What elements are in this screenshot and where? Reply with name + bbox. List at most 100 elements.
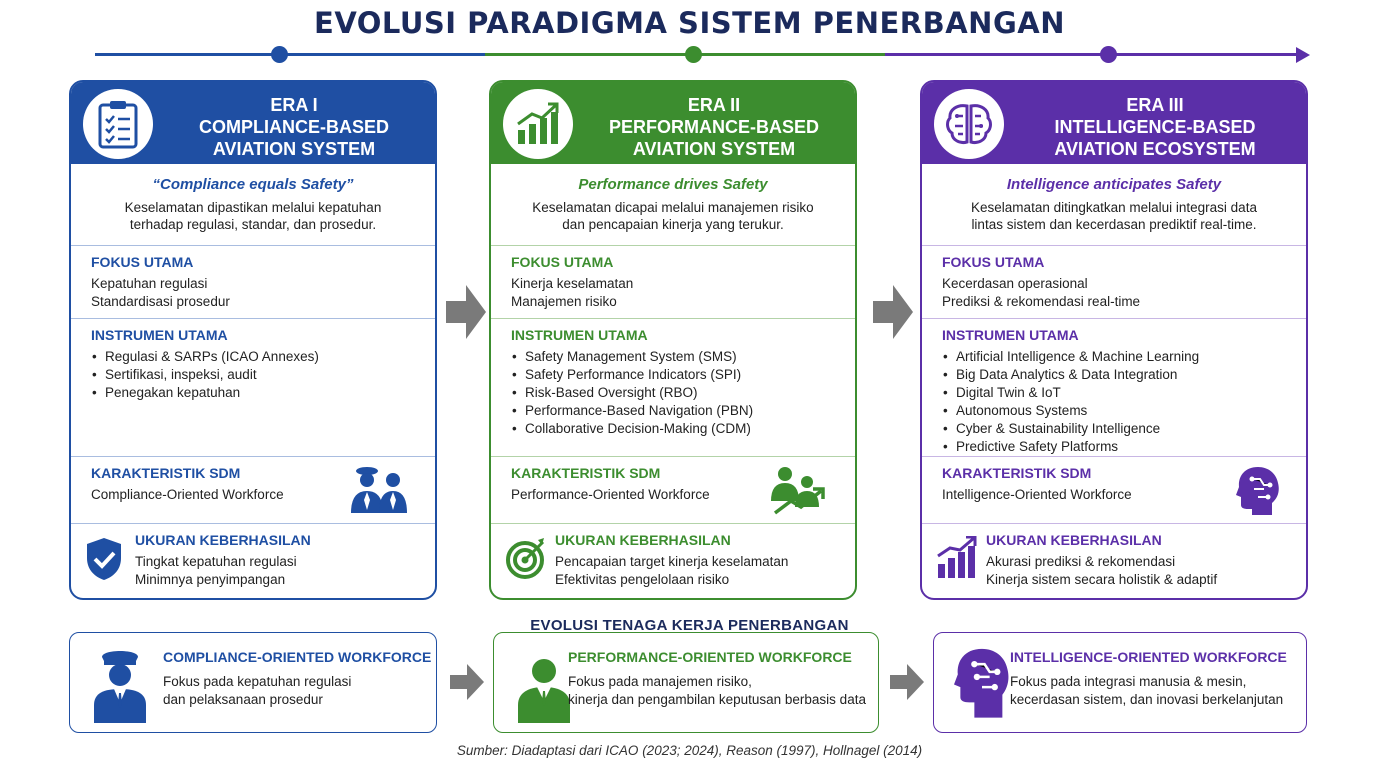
brain-circuit-icon	[934, 89, 1004, 159]
manager-icon	[514, 645, 574, 723]
era2-instrumen-item: Risk-Based Oversight (RBO)	[512, 384, 855, 402]
era3-instrumen-item: Artificial Intelligence & Machine Learni…	[943, 348, 1306, 366]
era1-instrumen-item: Sertifikasi, inspeksi, audit	[92, 366, 435, 384]
era3-instrumen-section: INSTRUMEN UTAMA Artificial Intelligence …	[922, 319, 1306, 457]
workforce-card-performance: PERFORMANCE-ORIENTED WORKFORCE Fokus pad…	[493, 632, 879, 733]
era2-label: ERA II	[687, 95, 741, 115]
timeline-dot-era2	[685, 46, 702, 63]
workforce-title: COMPLIANCE-ORIENTED WORKFORCE	[163, 649, 432, 665]
arrow-right-icon	[873, 285, 913, 339]
workforce-desc-line1: Fokus pada integrasi manusia & mesin,	[1010, 674, 1247, 689]
era2-fokus-item: Manajemen risiko	[511, 294, 617, 309]
workforce-desc-line1: Fokus pada manajemen risiko,	[568, 674, 752, 689]
era2-ukuran-item: Efektivitas pengelolaan risiko	[555, 572, 730, 587]
page-title: EVOLUSI PARADIGMA SISTEM PENERBANGAN	[314, 6, 1065, 40]
era2-instrumen-item: Performance-Based Navigation (PBN)	[512, 402, 855, 420]
pilot-icon	[90, 645, 150, 723]
era3-fokus-item: Kecerdasan operasional	[942, 276, 1088, 291]
era2-sdm-section: KARAKTERISTIK SDM Performance-Oriented W…	[491, 457, 855, 524]
timeline-dot-era1	[271, 46, 288, 63]
era2-fokus-section: FOKUS UTAMA Kinerja keselamatan Manajeme…	[491, 246, 855, 319]
era1-label: ERA I	[270, 95, 318, 115]
era1-tagline: “Compliance equals Safety”	[152, 176, 354, 193]
era2-fokus-heading: FOKUS UTAMA	[511, 254, 614, 270]
era1-ukuran-item: Tingkat kepatuhan regulasi	[135, 554, 297, 569]
era3-title-line1: INTELLIGENCE-BASED	[1054, 117, 1256, 137]
era1-fokus-section: FOKUS UTAMA Kepatuhan regulasi Standardi…	[71, 246, 435, 319]
era1-ukuran-item: Minimnya penyimpangan	[135, 572, 286, 587]
era2-instrumen-item: Collaborative Decision-Making (CDM)	[512, 420, 855, 438]
era2-desc-line1: Keselamatan dicapai melalui manajemen ri…	[532, 200, 814, 215]
era3-fokus-section: FOKUS UTAMA Kecerdasan operasional Predi…	[922, 246, 1306, 319]
era1-fokus-item: Kepatuhan regulasi	[91, 276, 208, 291]
clipboard-checklist-icon	[83, 89, 153, 159]
ai-head-icon	[1236, 465, 1280, 520]
officers-icon	[349, 465, 409, 520]
era1-fokus-heading: FOKUS UTAMA	[91, 254, 194, 270]
era3-card: ERA III INTELLIGENCE-BASED AVIATION ECOS…	[920, 80, 1308, 600]
bar-chart-rising-icon	[936, 535, 978, 583]
era2-card: ERA II PERFORMANCE-BASED AVIATION SYSTEM…	[489, 80, 857, 600]
workforce-desc-line2: dan pelaksanaan prosedur	[163, 692, 323, 707]
workforce-title: INTELLIGENCE-ORIENTED WORKFORCE	[1010, 649, 1287, 665]
era1-sdm-section: KARAKTERISTIK SDM Compliance-Oriented Wo…	[71, 457, 435, 524]
era3-sdm-value: Intelligence-Oriented Workforce	[942, 487, 1132, 502]
era2-desc-line2: dan pencapaian kinerja yang terukur.	[562, 217, 784, 232]
era3-sdm-section: KARAKTERISTIK SDM Intelligence-Oriented …	[922, 457, 1306, 524]
era1-instrumen-item: Regulasi & SARPs (ICAO Annexes)	[92, 348, 435, 366]
era3-label: ERA III	[1126, 95, 1184, 115]
era3-instrumen-heading: INSTRUMEN UTAMA	[942, 327, 1079, 343]
era3-instrumen-item: Big Data Analytics & Data Integration	[943, 366, 1306, 384]
workforce-card-compliance: COMPLIANCE-ORIENTED WORKFORCE Fokus pada…	[69, 632, 437, 733]
era3-desc-line1: Keselamatan ditingkatkan melalui integra…	[971, 200, 1257, 215]
era1-sdm-heading: KARAKTERISTIK SDM	[91, 465, 241, 481]
era3-ukuran-heading: UKURAN KEBERHASILAN	[986, 532, 1162, 548]
workforce-desc-line2: kinerja dan pengambilan keputusan berbas…	[568, 692, 866, 707]
arrow-right-icon	[890, 664, 924, 700]
era3-desc-line2: lintas sistem dan kecerdasan prediktif r…	[971, 217, 1257, 232]
era1-instrumen-section: INSTRUMEN UTAMA Regulasi & SARPs (ICAO A…	[71, 319, 435, 457]
era2-instrumen-section: INSTRUMEN UTAMA Safety Management System…	[491, 319, 855, 457]
timeline-arrowhead	[1296, 47, 1310, 63]
era1-ukuran-section: UKURAN KEBERHASILAN Tingkat kepatuhan re…	[71, 524, 435, 598]
era3-instrumen-item: Autonomous Systems	[943, 402, 1306, 420]
era3-tagline: Intelligence anticipates Safety	[1006, 176, 1222, 193]
source-citation: Sumber: Diadaptasi dari ICAO (2023; 2024…	[456, 743, 923, 758]
era2-instrumen-item: Safety Management System (SMS)	[512, 348, 855, 366]
era3-title-line2: AVIATION ECOSYSTEM	[1054, 139, 1256, 159]
era3-instrumen-item: Digital Twin & IoT	[943, 384, 1306, 402]
workforce-desc-line2: kecerdasan sistem, dan inovasi berkelanj…	[1010, 692, 1284, 707]
era2-sdm-value: Performance-Oriented Workforce	[511, 487, 710, 502]
era3-ukuran-section: UKURAN KEBERHASILAN Akurasi prediksi & r…	[922, 524, 1306, 598]
era1-title-line1: COMPLIANCE-BASED	[198, 117, 389, 137]
era3-ukuran-item: Akurasi prediksi & rekomendasi	[986, 554, 1176, 569]
ai-head-icon	[954, 645, 1014, 723]
era1-instrumen-item: Penegakan kepatuhan	[92, 384, 435, 402]
era1-fokus-item: Standardisasi prosedur	[91, 294, 230, 309]
era1-sdm-value: Compliance-Oriented Workforce	[91, 487, 284, 502]
era3-ukuran-item: Kinerja sistem secara holistik & adaptif	[986, 572, 1218, 587]
era1-ukuran-heading: UKURAN KEBERHASILAN	[135, 532, 311, 548]
target-icon	[505, 536, 549, 585]
workforce-card-intelligence: INTELLIGENCE-ORIENTED WORKFORCE Fokus pa…	[933, 632, 1307, 733]
era3-instrumen-item: Cyber & Sustainability Intelligence	[943, 420, 1306, 438]
growth-chart-icon	[503, 89, 573, 159]
timeline-dot-era3	[1100, 46, 1117, 63]
era2-title-line1: PERFORMANCE-BASED	[608, 117, 819, 137]
era2-instrumen-heading: INSTRUMEN UTAMA	[511, 327, 648, 343]
era2-title-line2: AVIATION SYSTEM	[632, 139, 796, 159]
era1-title-line2: AVIATION SYSTEM	[212, 139, 376, 159]
team-growth-icon	[769, 465, 829, 520]
era1-desc-line1: Keselamatan dipastikan melalui kepatuhan	[124, 200, 382, 215]
timeline	[95, 45, 1310, 65]
era2-ukuran-item: Pencapaian target kinerja keselamatan	[555, 554, 789, 569]
era3-sdm-heading: KARAKTERISTIK SDM	[942, 465, 1092, 481]
workforce-title: PERFORMANCE-ORIENTED WORKFORCE	[568, 649, 852, 665]
era2-ukuran-heading: UKURAN KEBERHASILAN	[555, 532, 731, 548]
era2-fokus-item: Kinerja keselamatan	[511, 276, 634, 291]
era2-ukuran-section: UKURAN KEBERHASILAN Pencapaian target ki…	[491, 524, 855, 598]
workforce-section-title: EVOLUSI TENAGA KERJA PENERBANGAN	[530, 617, 849, 634]
era2-sdm-heading: KARAKTERISTIK SDM	[511, 465, 661, 481]
arrow-right-icon	[446, 285, 486, 339]
era2-tagline: Performance drives Safety	[578, 176, 768, 193]
